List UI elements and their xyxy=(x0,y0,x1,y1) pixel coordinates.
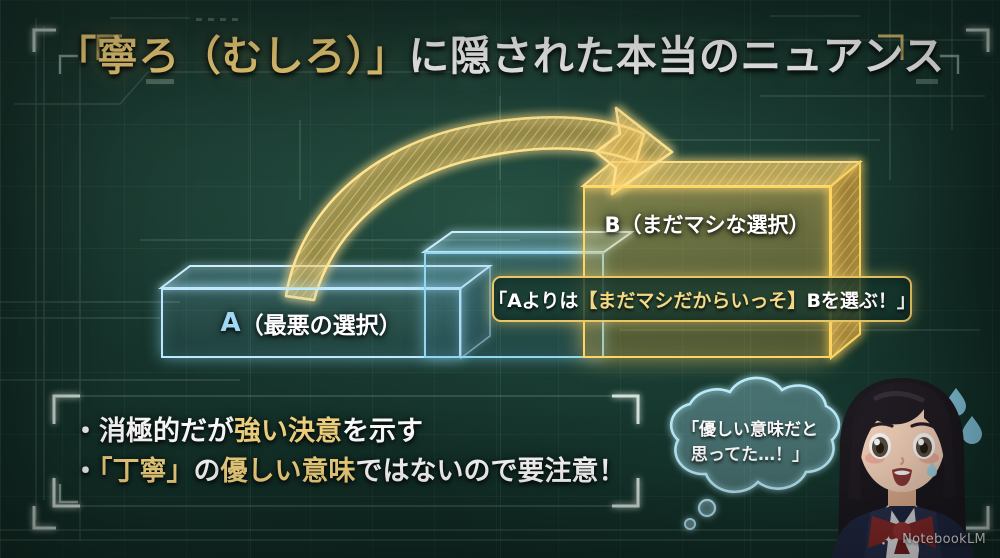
callout-post: Bを選ぶ！」 xyxy=(806,289,916,312)
title-gold-part: 「寧ろ（むしろ）」 xyxy=(55,32,409,80)
notebooklm-logo-icon xyxy=(882,535,893,545)
quote-callout: 「Aよりは【まだマシだからいっそ】Bを選ぶ！」 xyxy=(488,276,916,322)
sweat-drop-icon xyxy=(946,388,982,444)
bullet-item-1: ・消極的だが強い決意を示す xyxy=(72,412,642,452)
eye-right xyxy=(913,433,935,459)
eye-left xyxy=(869,433,891,459)
title-white-part: に隠された本当のニュアンス xyxy=(408,32,945,80)
callout-highlight: 【まだマシだからいっそ】 xyxy=(578,289,807,312)
bullet-2-a: 「丁寧」 xyxy=(99,455,194,487)
notebooklm-watermark: NotebookLM xyxy=(881,532,986,547)
option-b-label: B（まだマシな選択） xyxy=(604,213,810,237)
bullet-2-mark: ・ xyxy=(72,455,99,487)
page-title: 「寧ろ（むしろ）」に隠された本当のニュアンス xyxy=(0,22,1000,82)
bullet-1-c: を示す xyxy=(342,416,423,447)
bullet-1-b: 強い決意 xyxy=(234,416,342,447)
bullet-2-b: の xyxy=(193,455,221,487)
thought-bubble-text: 「優しい意味だと 思ってた…！」 xyxy=(662,418,838,467)
option-a-box xyxy=(161,288,461,358)
option-a-label: A（最悪の選択） xyxy=(161,288,461,358)
bow-tie xyxy=(868,516,936,554)
bullet-1-mark: ・ xyxy=(72,416,99,447)
bullet-item-2: ・「丁寧」の優しい意味ではないので要注意！ xyxy=(72,452,642,492)
bubble-line-2: 思ってた…！」 xyxy=(690,444,810,465)
option-a-key: A xyxy=(220,308,241,338)
bubble-line-1: 「優しい意味だと xyxy=(682,420,818,440)
watermark-label: NotebookLM xyxy=(902,532,986,547)
bullet-2-d: ではないので要注意！ xyxy=(355,455,626,487)
option-a-text: （最悪の選択） xyxy=(240,313,402,339)
option-b-box xyxy=(583,186,831,358)
bullet-list: ・消極的だが強い決意を示す ・「丁寧」の優しい意味ではないので要注意！ xyxy=(72,412,642,492)
callout-pre: 「Aよりは xyxy=(488,289,579,312)
anime-character-illustration xyxy=(832,378,982,558)
bullet-1-a: 消極的だが xyxy=(99,416,234,447)
bullet-2-c: 優しい意味 xyxy=(220,455,356,487)
